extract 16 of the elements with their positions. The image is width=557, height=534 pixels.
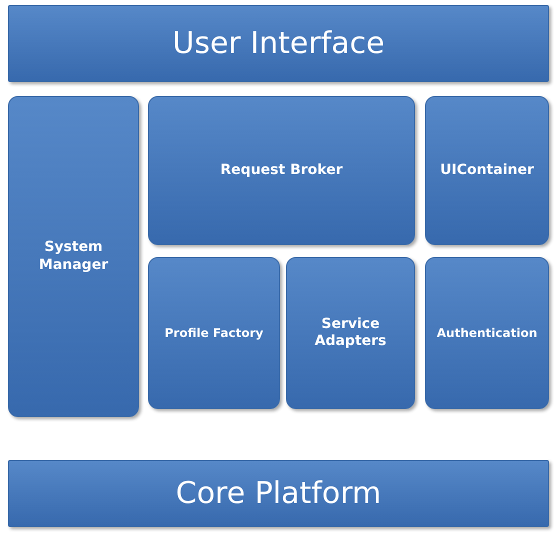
component-box <box>425 96 549 245</box>
box-label: Service Adapters <box>314 316 388 350</box>
component-box <box>286 257 415 409</box>
layer-bar <box>8 460 549 527</box>
component-box <box>425 257 549 409</box>
layer-bar <box>8 5 549 82</box>
box-label: UIContainer <box>440 162 534 180</box>
box-label: User Interface <box>172 24 385 62</box>
component-box <box>8 96 139 417</box>
box-label: Request Broker <box>220 162 343 180</box>
component-box <box>148 257 280 409</box>
box-label: Authentication <box>436 326 538 340</box>
box-label: Profile Factory <box>164 326 264 340</box>
component-box <box>148 96 415 245</box>
box-label: System Manager <box>38 239 110 274</box>
box-label: Core Platform <box>176 474 382 512</box>
